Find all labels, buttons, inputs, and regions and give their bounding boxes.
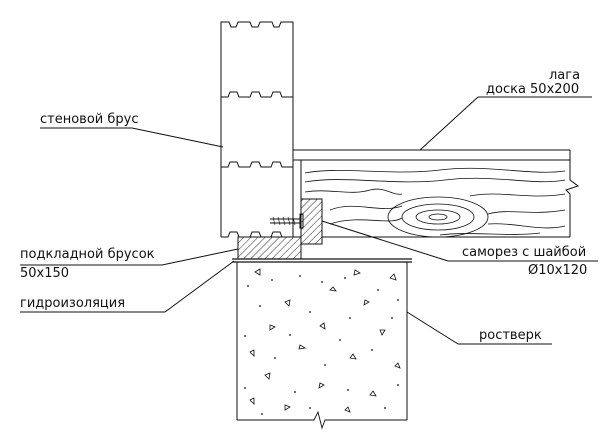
support-block	[300, 198, 323, 245]
sill-bar	[237, 236, 302, 260]
screw-with-washer	[270, 213, 304, 229]
label-wall-beam: стеновой брус	[40, 112, 138, 127]
leader-wall-beam	[40, 127, 224, 148]
joist-board	[293, 149, 580, 238]
leader-sill-bar	[20, 248, 239, 266]
label-waterproofing: гидроизоляция	[20, 296, 125, 311]
label-joist-title: лага	[549, 68, 580, 83]
leader-joist	[419, 96, 592, 151]
leader-waterproofing	[20, 260, 235, 313]
label-screw-title: саморез с шайбой	[462, 245, 586, 260]
grillage-concrete	[236, 262, 408, 430]
wall-beam-middle	[220, 91, 294, 167]
label-grillage: ростверк	[479, 328, 542, 343]
wall-beam-top	[220, 21, 294, 97]
leader-grillage	[406, 311, 552, 345]
label-sill-title: подкладной брусок	[20, 247, 155, 262]
waterproofing-layer	[232, 258, 412, 263]
label-joist-spec: доска 50х200	[486, 82, 579, 97]
wall-beam-bottom	[220, 161, 294, 238]
label-screw-spec: Ø10х120	[528, 263, 587, 278]
label-sill-spec: 50х150	[20, 266, 69, 281]
leader-screw	[321, 220, 598, 262]
